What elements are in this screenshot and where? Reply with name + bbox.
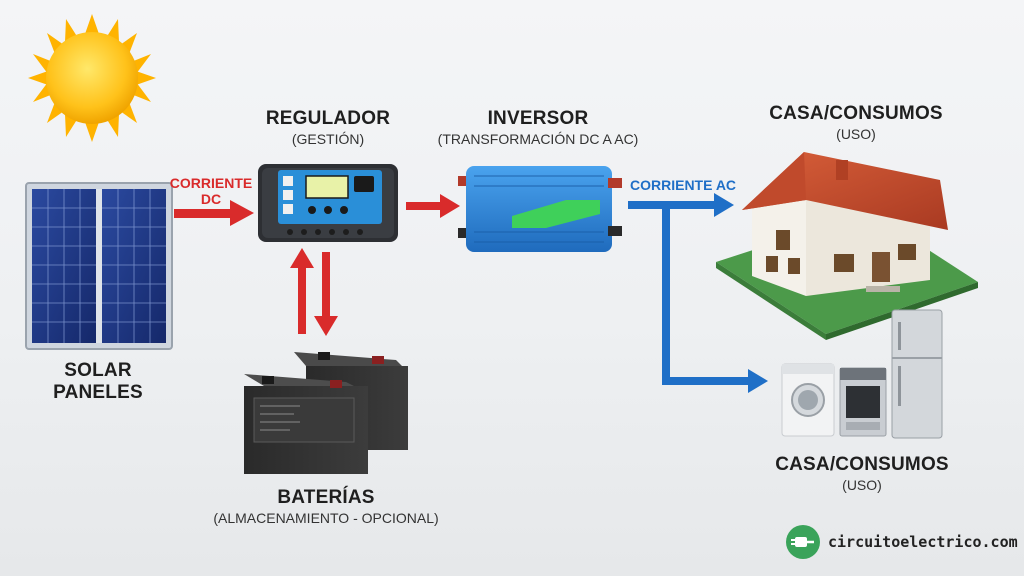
dc-flow-label: CORRIENTE DC	[166, 175, 256, 207]
inverter-icon	[458, 166, 622, 252]
discharge-arrow-regulator-to-battery	[314, 252, 338, 336]
house-title: CASA/CONSUMOS	[769, 103, 943, 124]
brand-text: circuitoelectrico.com	[828, 533, 1018, 551]
washing-machine-icon	[781, 363, 835, 437]
ac-flow-label: CORRIENTE AC	[630, 177, 737, 193]
oven-icon	[839, 367, 887, 437]
dc-arrow-regulator-to-inverter	[406, 194, 460, 218]
appliances-subtitle: (USO)	[842, 477, 882, 493]
inverter-label: INVERSOR (TRANSFORMACIÓN DC A AC)	[422, 108, 654, 148]
regulator-subtitle: (GESTIÓN)	[291, 131, 365, 147]
battery-icon	[244, 352, 408, 474]
dc-flow-line2: DC	[200, 191, 222, 207]
appliances-label: CASA/CONSUMOS (USO)	[752, 454, 972, 494]
ac-arrow-to-appliances	[662, 205, 768, 393]
inverter-subtitle: (TRANSFORMACIÓN DC A AC)	[437, 131, 639, 147]
solar-label-line2: PANELES	[53, 382, 143, 403]
ac-arrow-inverter-to-house	[628, 193, 734, 217]
solar-panels-label: SOLAR PANELES	[30, 360, 166, 404]
regulator-icon	[258, 164, 398, 242]
batteries-subtitle: (ALMACENAMIENTO - OPCIONAL)	[213, 510, 439, 526]
plug-logo-icon	[786, 525, 820, 559]
dc-arrow-panel-to-regulator	[174, 200, 254, 226]
solar-label-line1: SOLAR	[64, 360, 132, 381]
dc-flow-line1: CORRIENTE	[169, 175, 253, 191]
house-icon	[716, 152, 978, 340]
sun-icon	[28, 14, 156, 142]
batteries-label: BATERÍAS (ALMACENAMIENTO - OPCIONAL)	[196, 487, 456, 527]
solar-panel-icon	[25, 182, 173, 350]
appliances-title: CASA/CONSUMOS	[775, 454, 949, 475]
inverter-title: INVERSOR	[487, 108, 589, 129]
regulator-label: REGULADOR (GESTIÓN)	[248, 108, 408, 148]
regulator-title: REGULADOR	[265, 108, 391, 129]
house-label: CASA/CONSUMOS (USO)	[746, 103, 966, 143]
batteries-title: BATERÍAS	[277, 487, 375, 508]
house-subtitle: (USO)	[836, 126, 876, 142]
charge-arrow-battery-to-regulator	[290, 248, 314, 334]
brand-watermark: circuitoelectrico.com	[786, 524, 1018, 560]
refrigerator-icon	[891, 309, 943, 439]
